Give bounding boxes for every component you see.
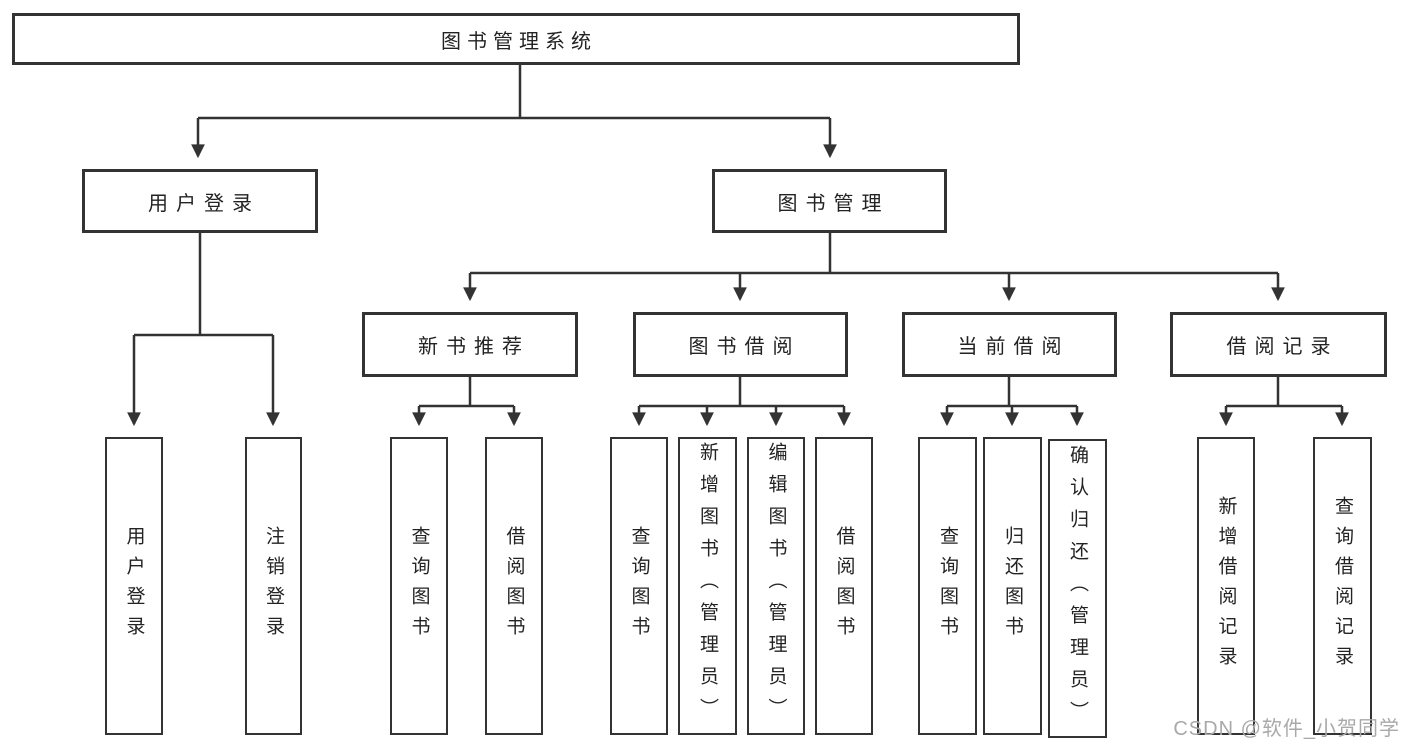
leaf-query-books-borrow: 查询图书: [610, 437, 668, 735]
csdn-watermark: CSDN @软件_小贺同学: [1173, 718, 1400, 740]
node-library-management-system: 图书管理系统: [12, 13, 1020, 65]
leaf-return-books: 归还图书: [983, 437, 1042, 735]
leaf-query-borrow-record: 查询借阅记录: [1313, 437, 1372, 735]
leaf-add-borrow-record: 新增借阅记录: [1197, 437, 1255, 735]
node-new-book-recommend: 新书推荐: [362, 312, 578, 377]
leaf-query-books-current: 查询图书: [918, 437, 977, 735]
leaf-edit-books-admin: 编辑图书（管理员）: [747, 437, 805, 735]
leaf-user-login: 用户登录: [105, 437, 163, 735]
node-book-management: 图书管理: [712, 169, 947, 233]
node-book-borrowing: 图书借阅: [633, 312, 848, 377]
leaf-add-books-admin: 新增图书（管理员）: [678, 437, 737, 735]
node-current-borrowing: 当前借阅: [902, 312, 1117, 377]
leaf-borrow-books: 借阅图书: [815, 437, 873, 735]
node-user-login: 用户登录: [82, 169, 318, 233]
leaf-borrow-books-recommend: 借阅图书: [485, 437, 543, 735]
leaf-confirm-return-admin: 确认归还（管理员）: [1048, 439, 1107, 738]
leaf-query-books-recommend: 查询图书: [390, 437, 448, 735]
node-borrow-records: 借阅记录: [1170, 312, 1387, 377]
leaf-logout: 注销登录: [245, 437, 302, 735]
